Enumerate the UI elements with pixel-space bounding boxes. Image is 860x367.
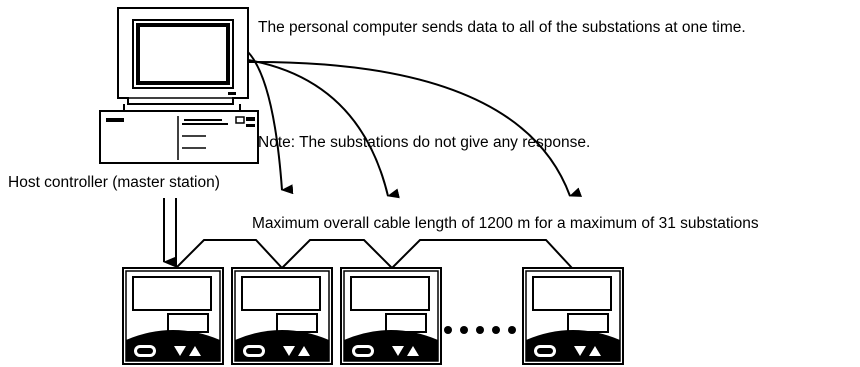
host-controller-label: Host controller (master station) (8, 174, 220, 191)
broadcast-label: The personal computer sends data to all … (258, 19, 746, 36)
ellipsis-dots (444, 326, 516, 334)
host-connection (163, 198, 177, 268)
substation-last (522, 267, 624, 365)
note-label: Note: The substations do not give any re… (258, 134, 591, 151)
temperature-controller-icon (122, 267, 224, 365)
host-computer (99, 7, 259, 164)
daisy-chain-cable (175, 239, 573, 269)
substation-3 (340, 267, 442, 365)
broadcast-curve-1 (247, 51, 294, 195)
broadcast-curve-3 (247, 60, 583, 197)
broadcast-curve-2 (247, 59, 400, 199)
substation-2 (231, 267, 333, 365)
cable-length-label: Maximum overall cable length of 1200 m f… (252, 215, 759, 232)
broadcast-curves (247, 51, 583, 199)
